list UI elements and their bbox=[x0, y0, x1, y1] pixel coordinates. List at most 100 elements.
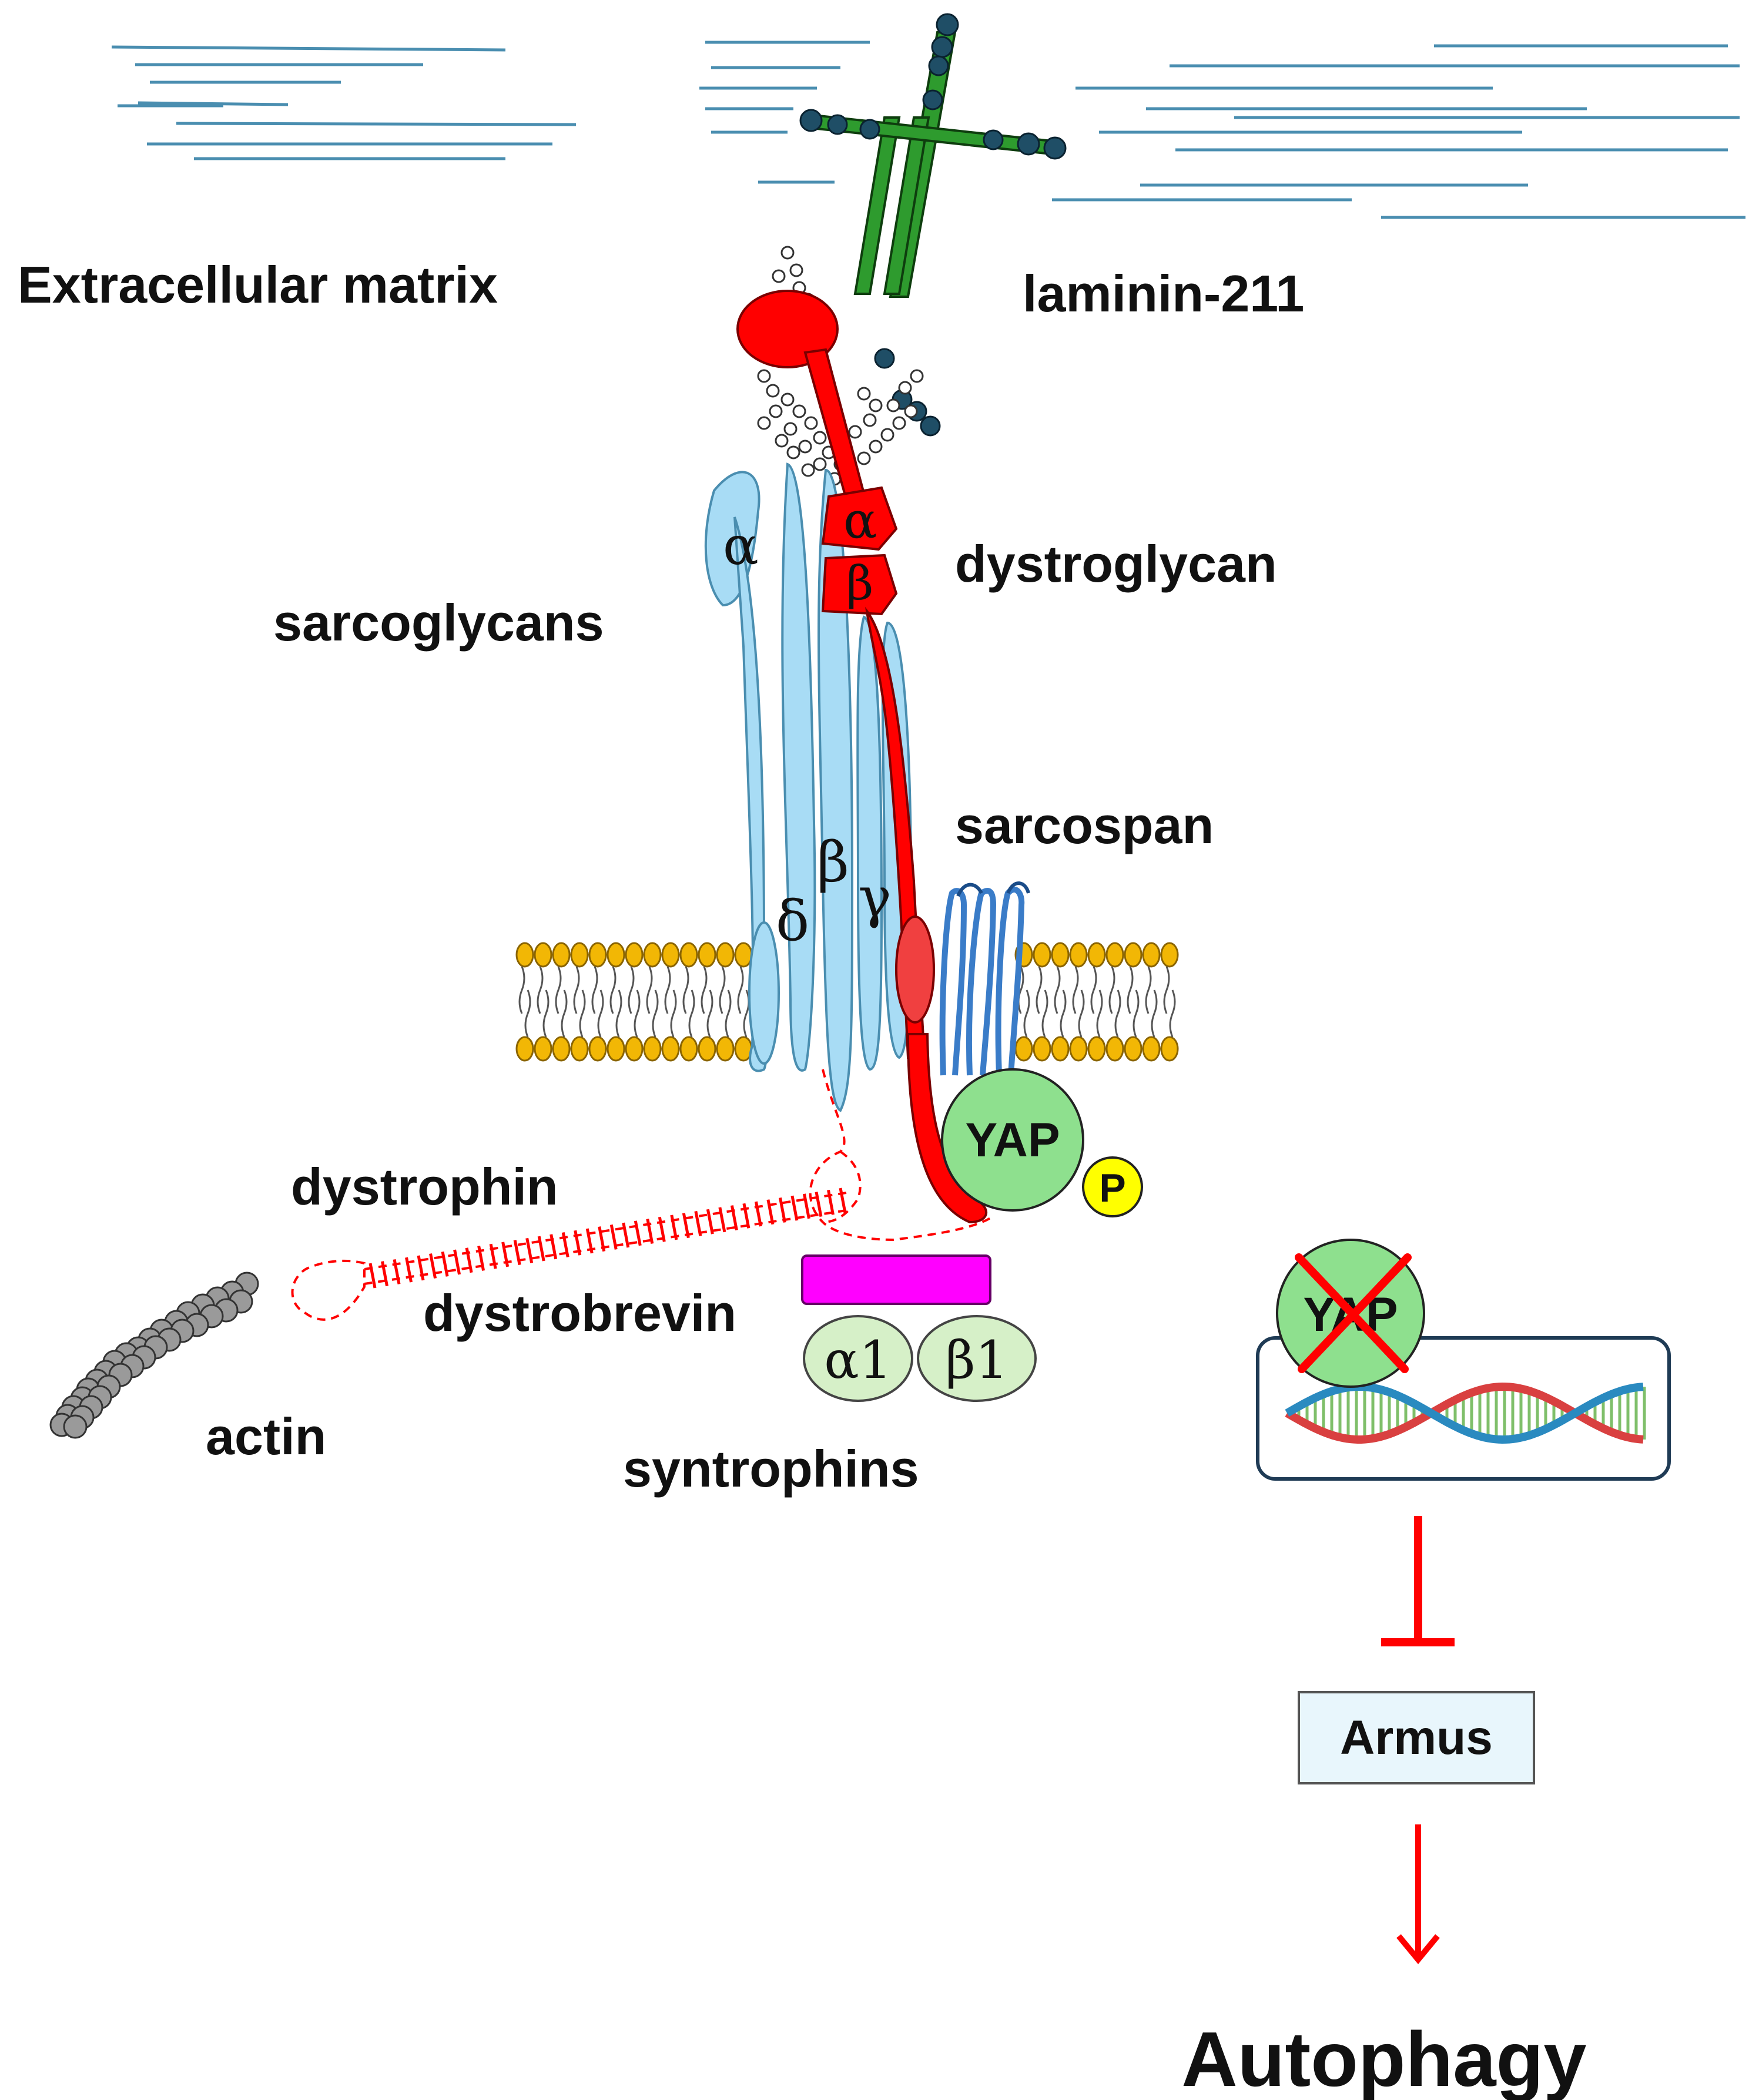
lipid-tail bbox=[597, 989, 604, 1038]
lipid-tail bbox=[664, 966, 671, 1014]
glycan-bead bbox=[813, 431, 827, 445]
lipid-tail bbox=[542, 989, 550, 1038]
inhibition-arrow bbox=[1381, 1516, 1455, 1646]
lipid-tail bbox=[561, 989, 568, 1038]
actin-monomer bbox=[63, 1414, 88, 1439]
dna-strand-red bbox=[1285, 1382, 1644, 1444]
sarcoglycan-delta bbox=[781, 462, 816, 1072]
lipid-head-inner bbox=[679, 1036, 698, 1062]
phospho-group bbox=[1082, 1156, 1143, 1217]
lipid-head-outer bbox=[698, 942, 716, 968]
lipid-head-outer bbox=[552, 942, 571, 968]
lipid-head-outer bbox=[1105, 942, 1124, 968]
lipid-head-outer bbox=[661, 942, 680, 968]
dystrophin-rod-hatch bbox=[609, 1224, 618, 1250]
glycan-bead bbox=[757, 416, 771, 430]
lipid-head-inner bbox=[588, 1036, 607, 1062]
lipid-head-inner bbox=[643, 1036, 662, 1062]
dystroglycan bbox=[736, 290, 988, 1224]
lipid-head-inner bbox=[534, 1036, 552, 1062]
dystrophin-rod-hatch bbox=[646, 1219, 654, 1244]
label-dystrobrevin: dystrobrevin bbox=[423, 1284, 736, 1342]
label-syntrophins: syntrophins bbox=[623, 1440, 919, 1498]
label-laminin: laminin-211 bbox=[1023, 264, 1304, 323]
lipid-head-inner bbox=[716, 1036, 735, 1062]
yap-complex bbox=[941, 1068, 1143, 1217]
glycan-bead bbox=[766, 384, 780, 398]
lipid-head-inner bbox=[1033, 1036, 1051, 1062]
glycan-bead bbox=[786, 445, 800, 459]
dystrophin-rod-hatch bbox=[501, 1242, 510, 1267]
lipid-head-inner bbox=[1160, 1036, 1179, 1062]
lipid-head-inner bbox=[661, 1036, 680, 1062]
activation-arrow bbox=[1396, 1824, 1440, 1964]
syntrophin-beta1 bbox=[917, 1315, 1037, 1402]
glycan-bead bbox=[869, 440, 883, 454]
ecm-fiber bbox=[138, 101, 289, 106]
glycan-bead bbox=[780, 246, 795, 260]
dystrophin-rod-hatch bbox=[706, 1209, 714, 1234]
lipid-head-outer bbox=[1124, 942, 1142, 968]
lipid-head-inner bbox=[1142, 1036, 1161, 1062]
glycan-bead bbox=[898, 381, 912, 395]
lipid-head-outer bbox=[1069, 942, 1088, 968]
lipid-tail bbox=[591, 966, 598, 1014]
lipid-head-inner bbox=[1069, 1036, 1088, 1062]
glycan-bead bbox=[892, 416, 906, 430]
lipid-head-inner bbox=[570, 1036, 589, 1062]
lipid-tail bbox=[1127, 966, 1134, 1014]
label-sg-beta: β bbox=[817, 830, 849, 895]
lipid-tail bbox=[634, 989, 641, 1038]
dystrophin-rod-hatch bbox=[670, 1215, 678, 1240]
lipid-tail bbox=[719, 966, 726, 1014]
glycan-bead bbox=[804, 416, 818, 430]
label-sarcospan: sarcospan bbox=[955, 796, 1214, 854]
lipid-tail bbox=[737, 966, 744, 1014]
glycan-bead bbox=[857, 451, 871, 465]
lipid-tail bbox=[609, 966, 617, 1014]
label-syn-beta1: β1 bbox=[946, 1330, 1009, 1390]
lipid-head-inner bbox=[1014, 1036, 1033, 1062]
glycan-bead bbox=[792, 404, 806, 418]
dna-helix bbox=[1285, 1382, 1646, 1444]
glycan-bead bbox=[783, 422, 798, 436]
dystrophin-rod-hatching bbox=[368, 1187, 847, 1289]
lipid-tail bbox=[1151, 989, 1158, 1038]
lipid-head-inner bbox=[698, 1036, 716, 1062]
lipid-head-outer bbox=[679, 942, 698, 968]
lipid-tail bbox=[725, 989, 732, 1038]
dystrophin-rod-hatch bbox=[766, 1199, 775, 1225]
lipid-tail bbox=[1108, 966, 1115, 1014]
label-sg-gamma: γ bbox=[858, 866, 892, 930]
label-syn-alpha1: α1 bbox=[824, 1330, 892, 1390]
label-phospho: P bbox=[1099, 1166, 1125, 1210]
lipid-tail bbox=[1133, 989, 1140, 1038]
lipid-tail bbox=[706, 989, 713, 1038]
dystrophin-rod-hatch bbox=[718, 1207, 726, 1233]
lipid-tail bbox=[537, 966, 544, 1014]
dystrophin-rod-hatch bbox=[658, 1216, 666, 1242]
lipid-tail bbox=[1060, 989, 1067, 1038]
dystrophin-rod-hatch bbox=[417, 1255, 425, 1281]
dystrophin-rod-hatch bbox=[682, 1213, 690, 1239]
dystrophin-rod-hatch bbox=[778, 1197, 786, 1223]
syntrophins bbox=[803, 1315, 1037, 1402]
glycan-bead bbox=[869, 398, 883, 412]
lipid-head-outer bbox=[1087, 942, 1106, 968]
lipid-tail bbox=[682, 966, 689, 1014]
dystroglycan-tm bbox=[895, 915, 935, 1024]
lipid-tail bbox=[688, 989, 695, 1038]
label-sg-alpha: α bbox=[723, 515, 759, 577]
lipid-tail bbox=[518, 966, 525, 1014]
lipid-tail bbox=[670, 989, 677, 1038]
lipid-tail bbox=[1163, 966, 1170, 1014]
lipid-tail bbox=[652, 989, 659, 1038]
lipid-tail bbox=[615, 989, 622, 1038]
lipid-tail bbox=[646, 966, 653, 1014]
label-dystroglycan: dystroglycan bbox=[955, 535, 1277, 593]
lipid-tail bbox=[1017, 966, 1024, 1014]
syntrophin-alpha1 bbox=[803, 1315, 913, 1402]
glycan-bead bbox=[904, 404, 918, 418]
label-armus: Armus bbox=[1340, 1711, 1493, 1764]
